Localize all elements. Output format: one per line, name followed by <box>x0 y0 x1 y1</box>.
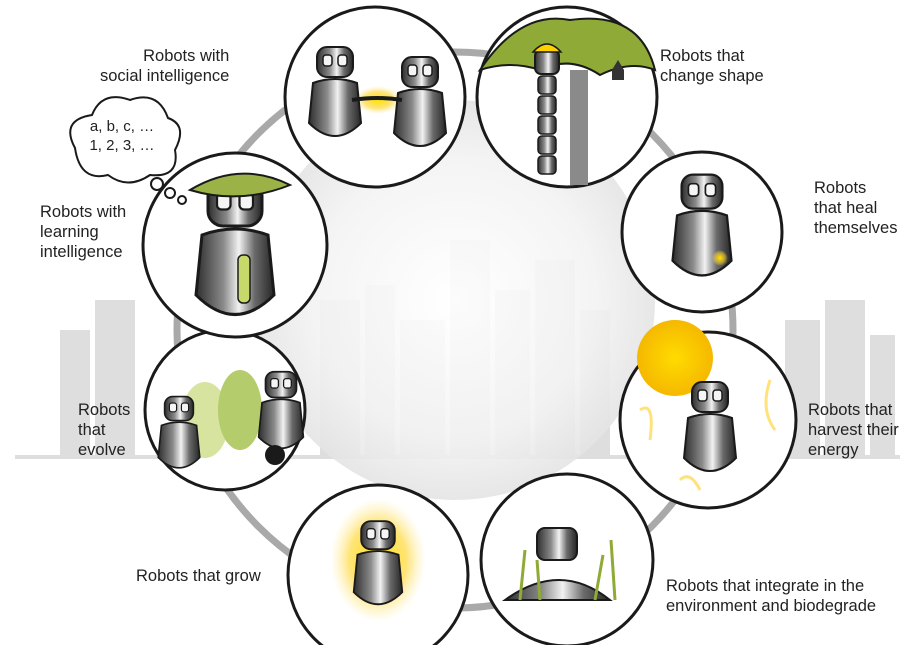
robot-icon <box>257 370 305 450</box>
circle-learning-intelligence <box>141 151 329 339</box>
circle-harvest-energy <box>618 320 798 510</box>
robot-icon <box>157 395 201 469</box>
diploma-icon <box>237 254 251 304</box>
circle-evolve <box>143 328 307 492</box>
thought-bubble-text: a, b, c, … 1, 2, 3, … <box>89 118 155 154</box>
label-learning-intelligence: Robots with learning intelligence <box>40 203 127 261</box>
label-evolve: Robots that evolve <box>78 401 131 459</box>
grass-icon <box>518 539 617 601</box>
label-grow: Robots that grow <box>136 567 261 585</box>
label-biodegrade: Robots that integrate in the environment… <box>666 577 877 615</box>
robot-icon <box>393 56 447 147</box>
robot-icon <box>536 527 578 561</box>
sun-icon <box>637 320 713 396</box>
label-harvest-energy: Robots that harvest their energy <box>808 401 899 459</box>
circle-grow <box>286 483 470 645</box>
robot-icon <box>194 179 276 317</box>
robot-icon <box>352 520 404 606</box>
label-heal-themselves: Robots that heal themselves <box>814 179 898 237</box>
thought-bubble-icon <box>69 96 187 205</box>
circle-biodegrade <box>479 472 655 645</box>
circle-change-shape <box>475 5 659 189</box>
label-change-shape: Robots that change shape <box>660 47 764 85</box>
robot-icon <box>683 381 737 472</box>
graduation-cap-icon <box>187 172 293 198</box>
label-social-intelligence: Robots with social intelligence <box>100 47 230 85</box>
cat-icon <box>612 60 624 80</box>
robot-icon <box>531 43 563 175</box>
circle-social-intelligence <box>283 5 467 189</box>
circle-heal-themselves <box>620 150 784 314</box>
center-disc <box>255 100 655 500</box>
robot-icon <box>308 46 362 137</box>
